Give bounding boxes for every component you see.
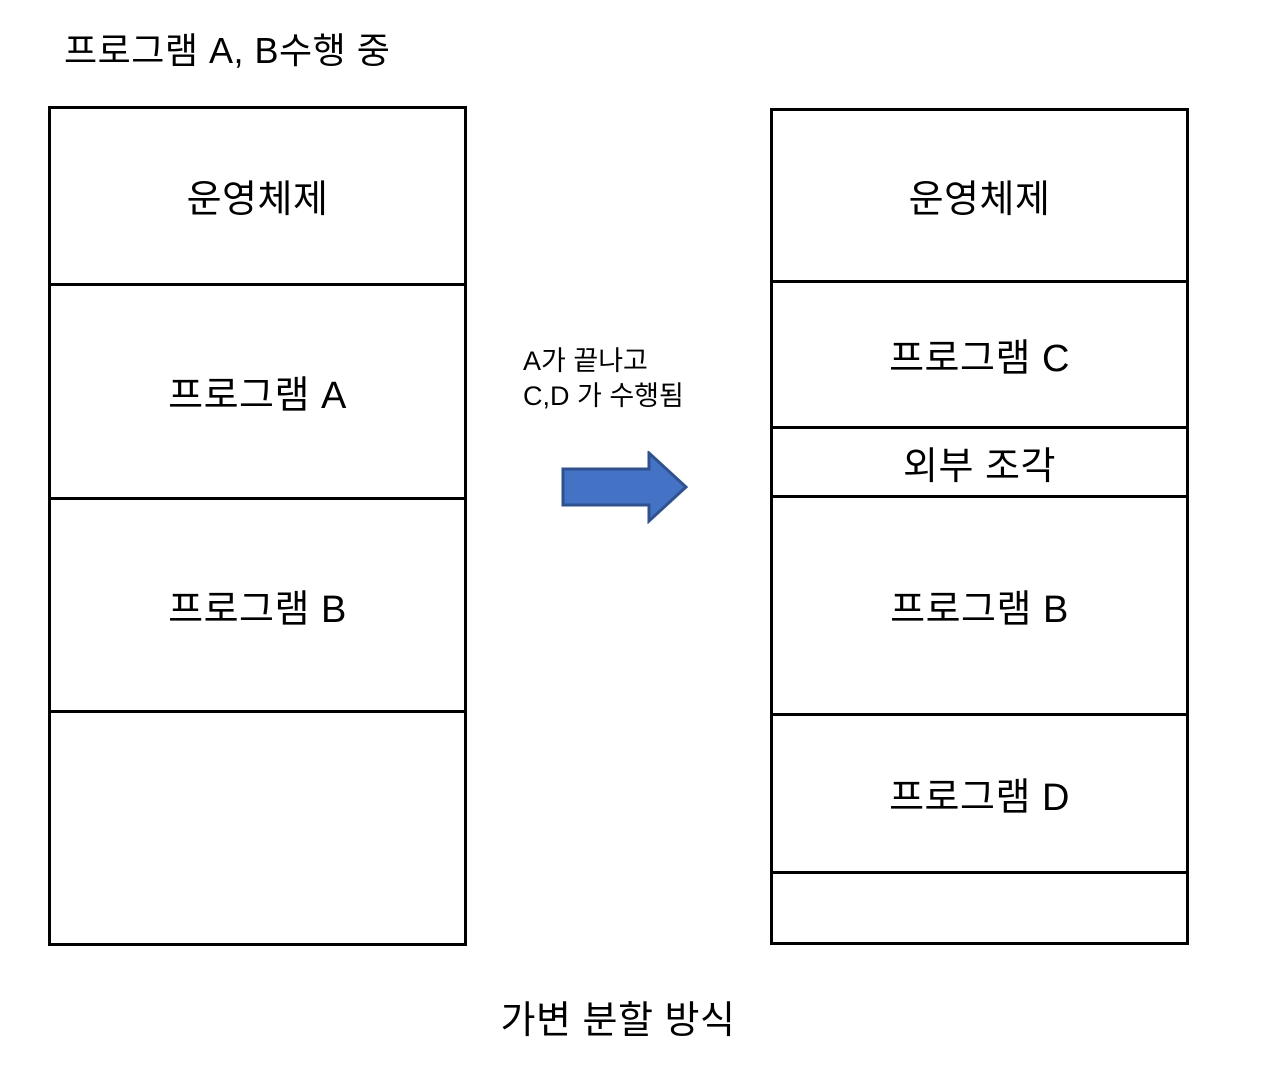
transition-annotation-line1: A가 끝나고: [523, 346, 648, 376]
diagram-caption: 가변 분할 방식: [500, 1000, 736, 1042]
partition-external-fragment: 외부 조각: [773, 425, 1186, 495]
diagram-title: 프로그램 A, B수행 중: [64, 30, 391, 71]
section-label: 운영체제: [186, 179, 329, 222]
partition-program-b: 프로그램 B: [51, 497, 464, 710]
partition-free: [51, 710, 464, 943]
section-label: 외부 조각: [903, 445, 1056, 488]
partition-program-a: 프로그램 A: [51, 282, 464, 497]
partition-program-d: 프로그램 D: [773, 712, 1186, 871]
section-label: 프로그램 A: [168, 374, 347, 417]
section-label: 운영체제: [908, 178, 1051, 221]
section-label: 프로그램 D: [889, 776, 1070, 819]
transition-annotation: A가 끝나고 C,D 가 수행됨: [523, 344, 684, 414]
partition-os: 운영체제: [51, 109, 464, 283]
transition-annotation-line2: C,D 가 수행됨: [523, 381, 684, 412]
section-label: 프로그램 B: [168, 588, 347, 631]
section-label: 프로그램 B: [890, 589, 1069, 631]
right-arrow-shape: [561, 449, 689, 525]
partition-program-c: 프로그램 C: [773, 279, 1186, 426]
partition-os: 운영체제: [773, 111, 1186, 280]
section-label: 프로그램 C: [889, 337, 1070, 380]
right-arrow-icon: [561, 449, 689, 525]
partition-free: [773, 870, 1186, 942]
partition-program-b: 프로그램 B: [773, 495, 1186, 712]
